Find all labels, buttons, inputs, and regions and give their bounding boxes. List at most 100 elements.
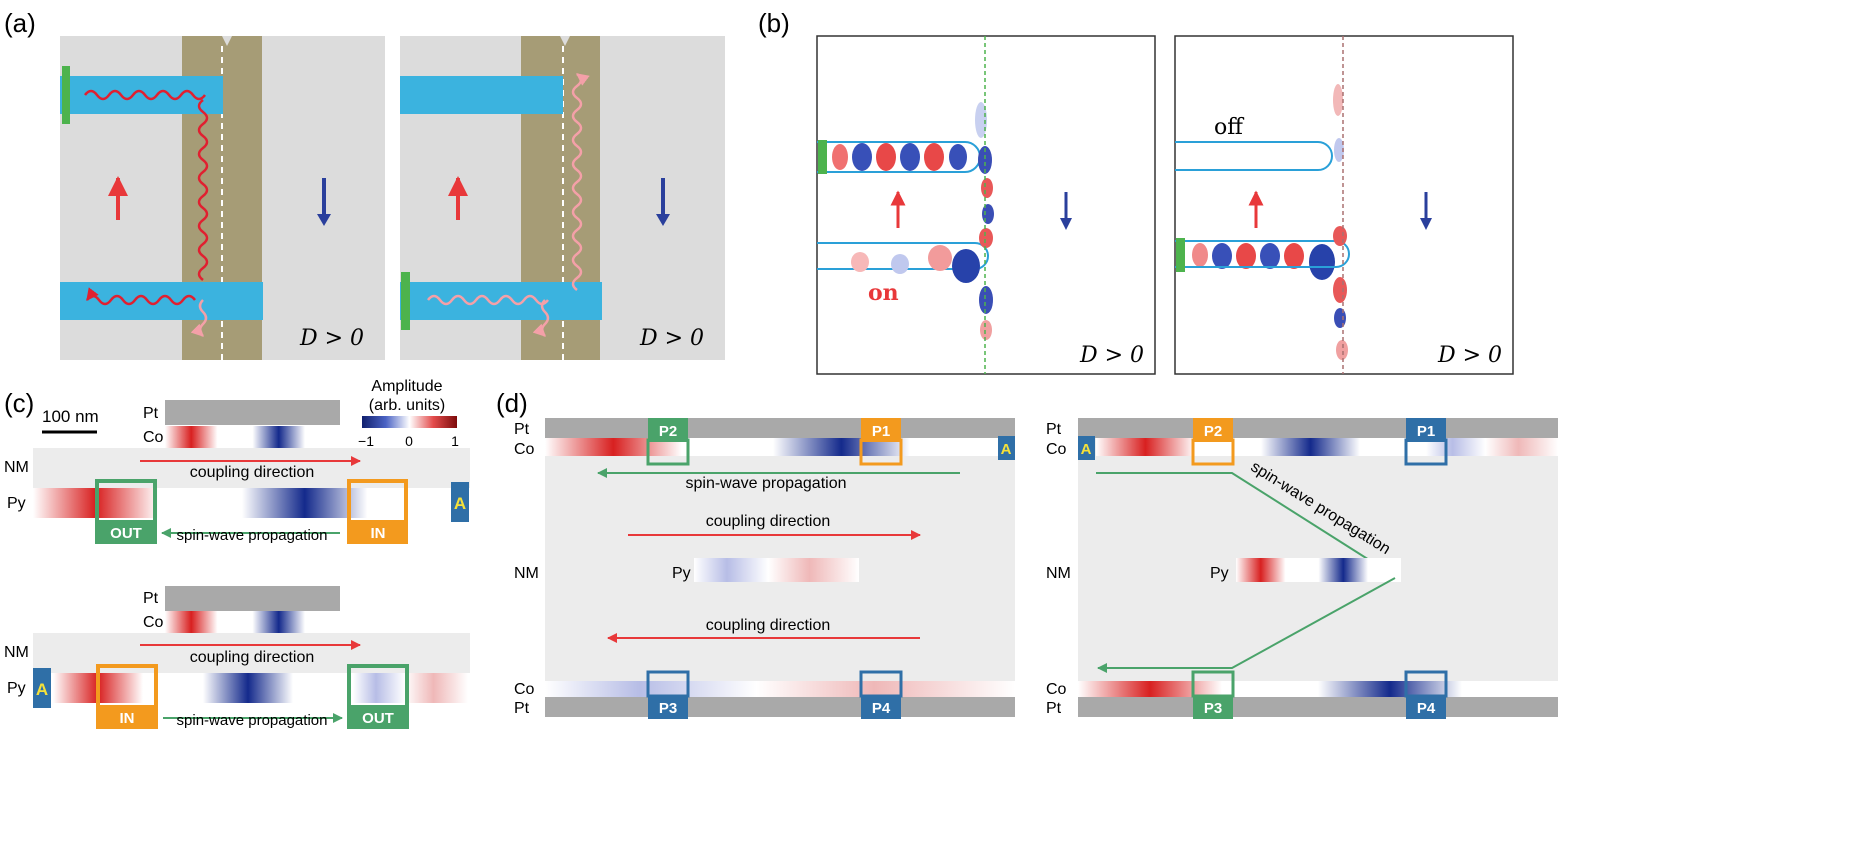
colorbar-subtitle: (arb. units) — [369, 397, 445, 414]
co-layer-top-faint — [1426, 438, 1558, 456]
in-port-label: IN — [371, 525, 386, 542]
panel-d-right: Pt Co A P2 P1 spin-wave propagation NM P… — [1046, 418, 1558, 719]
propagation-path-lower — [1097, 577, 1396, 673]
panel-a-right: D > 0 — [400, 36, 725, 360]
pt-layer-top — [1078, 418, 1558, 438]
layer-label-pt: Pt — [514, 700, 530, 717]
co-layer-bottom — [1078, 681, 1558, 697]
layer-label-pt: Pt — [1046, 421, 1062, 438]
port-p1 — [861, 418, 901, 442]
coupling-label-lower: coupling direction — [706, 617, 831, 634]
layer-label-py: Py — [1210, 565, 1229, 582]
layer-label-pt: Pt — [143, 405, 159, 422]
layer-label-py: Py — [7, 680, 26, 697]
co-layer — [165, 611, 340, 633]
waveguide-outline-top — [1175, 141, 1333, 171]
colorbar-tick-mid: 0 — [405, 433, 413, 449]
colorbar-tick-min: −1 — [358, 433, 374, 449]
wave-pattern-bottom — [851, 245, 980, 283]
condition-label: D > 0 — [1437, 343, 1502, 368]
pt-layer-bottom — [545, 697, 1015, 717]
out-port-label: OUT — [362, 710, 394, 727]
spin-wave-wall — [571, 73, 590, 291]
port-p1 — [1406, 418, 1446, 442]
in-port — [96, 705, 158, 729]
port-p3-label: P3 — [1204, 700, 1222, 717]
out-port — [95, 520, 157, 544]
spin-wave-outgoing — [86, 287, 196, 306]
pt-layer — [165, 586, 340, 611]
down-arrow-head — [1420, 218, 1432, 230]
spin-wave-incoming — [84, 89, 206, 101]
py-layer — [1236, 558, 1401, 582]
layer-label-co: Co — [514, 441, 535, 458]
port-p2-frame — [646, 438, 690, 466]
spin-wave-incoming — [427, 294, 549, 306]
panel-c-bottom: Pt Co NM coupling direction Py A IN OUT … — [4, 586, 470, 729]
waveguide-top — [60, 76, 223, 114]
py-layer-faint — [353, 673, 468, 703]
scale-bar-label: 100 nm — [42, 407, 99, 426]
spin-wave-transmitted — [532, 299, 550, 337]
propagation-label: spin-wave propagation — [686, 475, 847, 492]
layer-label-pt: Pt — [514, 421, 530, 438]
port-p4 — [861, 695, 901, 719]
py-layer — [694, 558, 859, 582]
down-arrow-head — [317, 214, 331, 226]
pt-layer-top — [545, 418, 1015, 438]
antenna-bar — [1176, 238, 1185, 272]
port-p1-label: P1 — [1417, 423, 1435, 440]
antenna-label: A — [454, 494, 466, 513]
wave-pattern-bottom — [1192, 243, 1335, 280]
waveguide-top — [400, 76, 563, 114]
panel-c: (c) 100 nm Amplitude (arb. units) −1 0 1… — [4, 378, 470, 729]
port-p2 — [1193, 418, 1233, 442]
waveguide-bottom — [60, 282, 263, 320]
colorbar — [362, 416, 457, 428]
out-port — [347, 705, 409, 729]
layer-label-py: Py — [672, 565, 691, 582]
antenna-box — [1078, 436, 1095, 460]
panel-b-label: (b) — [758, 8, 790, 38]
port-p4 — [1406, 695, 1446, 719]
port-p3-label: P3 — [659, 700, 677, 717]
coupling-label: coupling direction — [190, 464, 315, 481]
py-layer — [53, 673, 353, 703]
spin-wave-wall — [197, 99, 209, 281]
layer-label-pt: Pt — [143, 590, 159, 607]
panel-a-label: (a) — [4, 8, 36, 38]
co-layer-bottom — [545, 681, 1015, 697]
port-p3 — [1193, 695, 1233, 719]
port-p4-label: P4 — [1417, 700, 1436, 717]
port-p1-frame — [859, 438, 903, 466]
pt-layer-bottom — [1078, 697, 1558, 717]
antenna-bar — [818, 140, 827, 174]
out-port-label: OUT — [110, 525, 142, 542]
antenna-bar — [401, 272, 410, 330]
state-off-label: off — [1214, 115, 1244, 140]
propagation-label: spin-wave propagation — [177, 527, 328, 544]
layer-label-pt: Pt — [1046, 700, 1062, 717]
antenna-bar — [62, 66, 70, 124]
layer-label-nm: NM — [4, 459, 29, 476]
panel-c-top: Pt Co NM coupling direction Py OUT IN sp… — [4, 400, 470, 544]
py-layer — [33, 488, 451, 518]
layer-label-co: Co — [143, 429, 164, 446]
down-arrow-head — [656, 214, 670, 226]
port-p2-label: P2 — [1204, 423, 1222, 440]
layer-label-co: Co — [143, 614, 164, 631]
pt-layer — [165, 400, 340, 425]
antenna-box — [451, 482, 469, 522]
panel-b-right: off D > 0 — [1174, 35, 1514, 375]
propagation-path-upper — [1096, 472, 1386, 571]
spin-wave-transmitted — [190, 299, 208, 337]
panel-a-left: D > 0 — [60, 36, 385, 360]
in-port — [347, 520, 408, 544]
layer-label-nm: NM — [1046, 565, 1071, 582]
state-on-label: on — [868, 280, 899, 306]
antenna-box — [998, 436, 1015, 460]
layer-label-nm: NM — [4, 644, 29, 661]
in-port-label: IN — [120, 710, 135, 727]
down-arrow-head — [1060, 218, 1072, 230]
